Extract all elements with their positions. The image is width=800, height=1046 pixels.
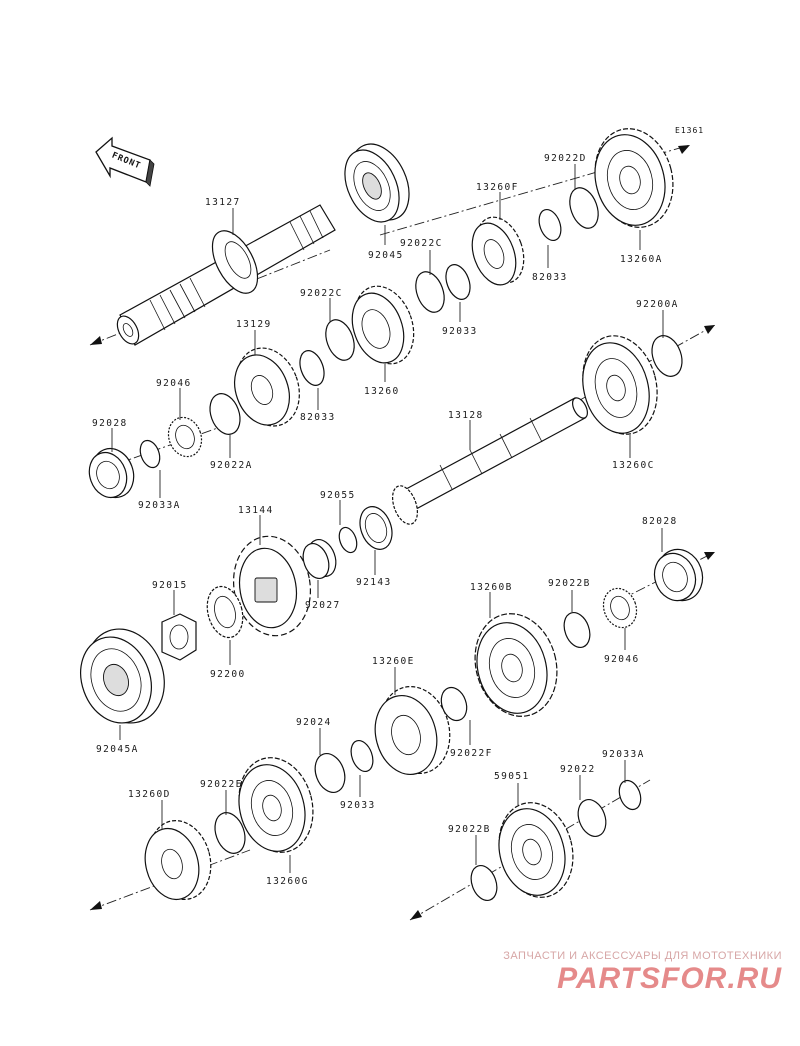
label-82033-upper: 82033 bbox=[532, 272, 568, 283]
needle-bearing-92046 bbox=[602, 587, 638, 629]
circlip-92033A-lower bbox=[618, 779, 642, 811]
front-arrow-icon: FRONT bbox=[95, 136, 155, 187]
label-92200A: 92200A bbox=[636, 299, 679, 310]
part-labels: 13127 92045 92022C 13260F 92022D 13260A … bbox=[92, 153, 679, 887]
label-92022B-upper: 92022B bbox=[548, 578, 591, 589]
label-59051: 59051 bbox=[494, 771, 530, 782]
label-92015: 92015 bbox=[152, 580, 188, 591]
bearing-92045A bbox=[80, 628, 165, 724]
washer-92024 bbox=[314, 753, 346, 793]
washer-92022B-lower bbox=[470, 864, 498, 902]
label-92033A-lower: 92033A bbox=[602, 749, 645, 760]
label-13260D: 13260D bbox=[128, 789, 171, 800]
diagram-ref-code: E1361 bbox=[675, 126, 704, 135]
label-82033-lower: 82033 bbox=[300, 412, 336, 423]
label-92028: 92028 bbox=[92, 418, 128, 429]
label-92033-lower: 92033 bbox=[340, 800, 376, 811]
label-92055: 92055 bbox=[320, 490, 356, 501]
label-92022C-lower: 92022C bbox=[300, 288, 343, 299]
washer-92022 bbox=[577, 799, 607, 837]
washer-92022F bbox=[440, 686, 468, 722]
washer-92022E bbox=[214, 812, 246, 854]
watermark-caption: ЗАПЧАСТИ И АКСЕССУАРЫ ДЛЯ МОТОТЕХНИКИ bbox=[503, 950, 782, 962]
label-92022A: 92022A bbox=[210, 460, 253, 471]
label-82028: 82028 bbox=[642, 516, 678, 527]
label-92022D: 92022D bbox=[544, 153, 587, 164]
label-92046-upper: 92046 bbox=[156, 378, 192, 389]
label-92022B-lower: 92022B bbox=[448, 824, 491, 835]
leader-lines bbox=[111, 164, 664, 873]
gear-13260C bbox=[582, 335, 658, 435]
main-shaft-13127 bbox=[116, 204, 336, 346]
label-92046-lower: 92046 bbox=[604, 654, 640, 665]
label-92045A: 92045A bbox=[96, 744, 139, 755]
label-92024: 92024 bbox=[296, 717, 332, 728]
label-13260G: 13260G bbox=[266, 876, 309, 887]
label-92022E: 92022E bbox=[200, 779, 243, 790]
nut-and-washer-92015-92200 bbox=[161, 585, 244, 661]
gear-13260B bbox=[474, 613, 558, 717]
gear-13260E bbox=[374, 685, 451, 776]
label-13128: 13128 bbox=[448, 410, 484, 421]
label-13127: 13127 bbox=[205, 197, 241, 208]
bearing-82028 bbox=[653, 548, 704, 602]
gear-59051 bbox=[498, 802, 574, 898]
washers-top bbox=[299, 187, 599, 386]
label-92045: 92045 bbox=[368, 250, 404, 261]
label-13260E: 13260E bbox=[372, 656, 415, 667]
label-92200: 92200 bbox=[210, 669, 246, 680]
label-92033-upper: 92033 bbox=[442, 326, 478, 337]
label-13129: 13129 bbox=[236, 319, 272, 330]
label-13260C: 13260C bbox=[612, 460, 655, 471]
label-92022: 92022 bbox=[560, 764, 596, 775]
spacers-92027-92143-92055 bbox=[302, 506, 393, 580]
bearing-92045 bbox=[344, 143, 410, 223]
gear-13260A bbox=[594, 128, 674, 228]
circlip-92033-lower bbox=[350, 739, 374, 773]
label-13260A: 13260A bbox=[620, 254, 663, 265]
gear-13260G bbox=[238, 757, 314, 853]
label-92027: 92027 bbox=[305, 600, 341, 611]
gear-13260 bbox=[351, 285, 415, 365]
label-92022C-upper: 92022C bbox=[400, 238, 443, 249]
label-13260F: 13260F bbox=[476, 182, 519, 193]
gear-13129 bbox=[234, 347, 300, 427]
counter-shaft-13128 bbox=[392, 397, 588, 525]
label-92033A-upper: 92033A bbox=[138, 500, 181, 511]
label-92143: 92143 bbox=[356, 577, 392, 588]
left-bearing-cluster bbox=[88, 393, 241, 499]
label-13144: 13144 bbox=[238, 505, 274, 516]
label-13260B: 13260B bbox=[470, 582, 513, 593]
label-92022F: 92022F bbox=[450, 748, 493, 759]
gear-13260F bbox=[471, 216, 525, 286]
washer-92022B-upper bbox=[563, 611, 591, 649]
watermark-brand-logo[interactable]: PARTSFOR.RU bbox=[557, 962, 782, 995]
washer-92200A bbox=[651, 335, 683, 377]
sprocket-13144 bbox=[232, 535, 312, 637]
gear-13260D bbox=[144, 819, 212, 901]
label-13260: 13260 bbox=[364, 386, 400, 397]
watermark: ЗАПЧАСТИ И АКСЕССУАРЫ ДЛЯ МОТОТЕХНИКИ PA… bbox=[503, 950, 782, 996]
